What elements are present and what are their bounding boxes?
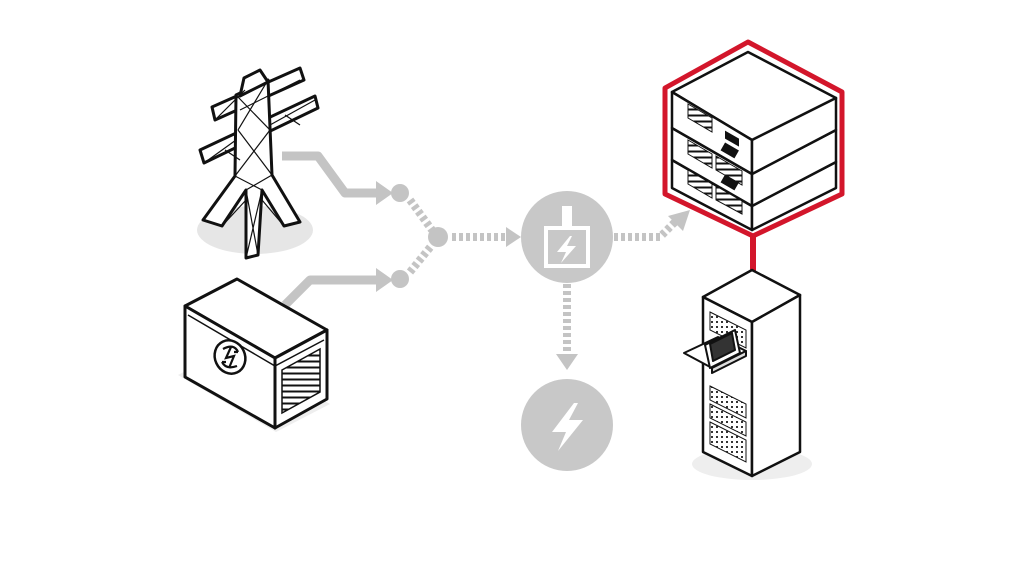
server-rack-icon bbox=[683, 268, 812, 480]
to-switch-connector bbox=[452, 227, 521, 247]
flow-connectors bbox=[281, 151, 690, 370]
lightning-bolt-icon bbox=[521, 379, 613, 471]
merge-node bbox=[428, 227, 448, 247]
tower-connector bbox=[282, 151, 409, 205]
laptop-icon bbox=[683, 329, 747, 374]
merge-dotted-lines bbox=[406, 197, 436, 275]
transfer-switch-icon bbox=[521, 191, 613, 283]
power-tower-icon bbox=[197, 66, 320, 260]
switch-to-ups-connector bbox=[614, 210, 690, 241]
ups-unit-icon bbox=[662, 39, 845, 239]
generator-connector bbox=[281, 268, 409, 309]
generator-icon bbox=[178, 277, 330, 432]
switch-to-output-connector bbox=[556, 284, 578, 370]
generator-symbol-icon bbox=[213, 339, 247, 375]
